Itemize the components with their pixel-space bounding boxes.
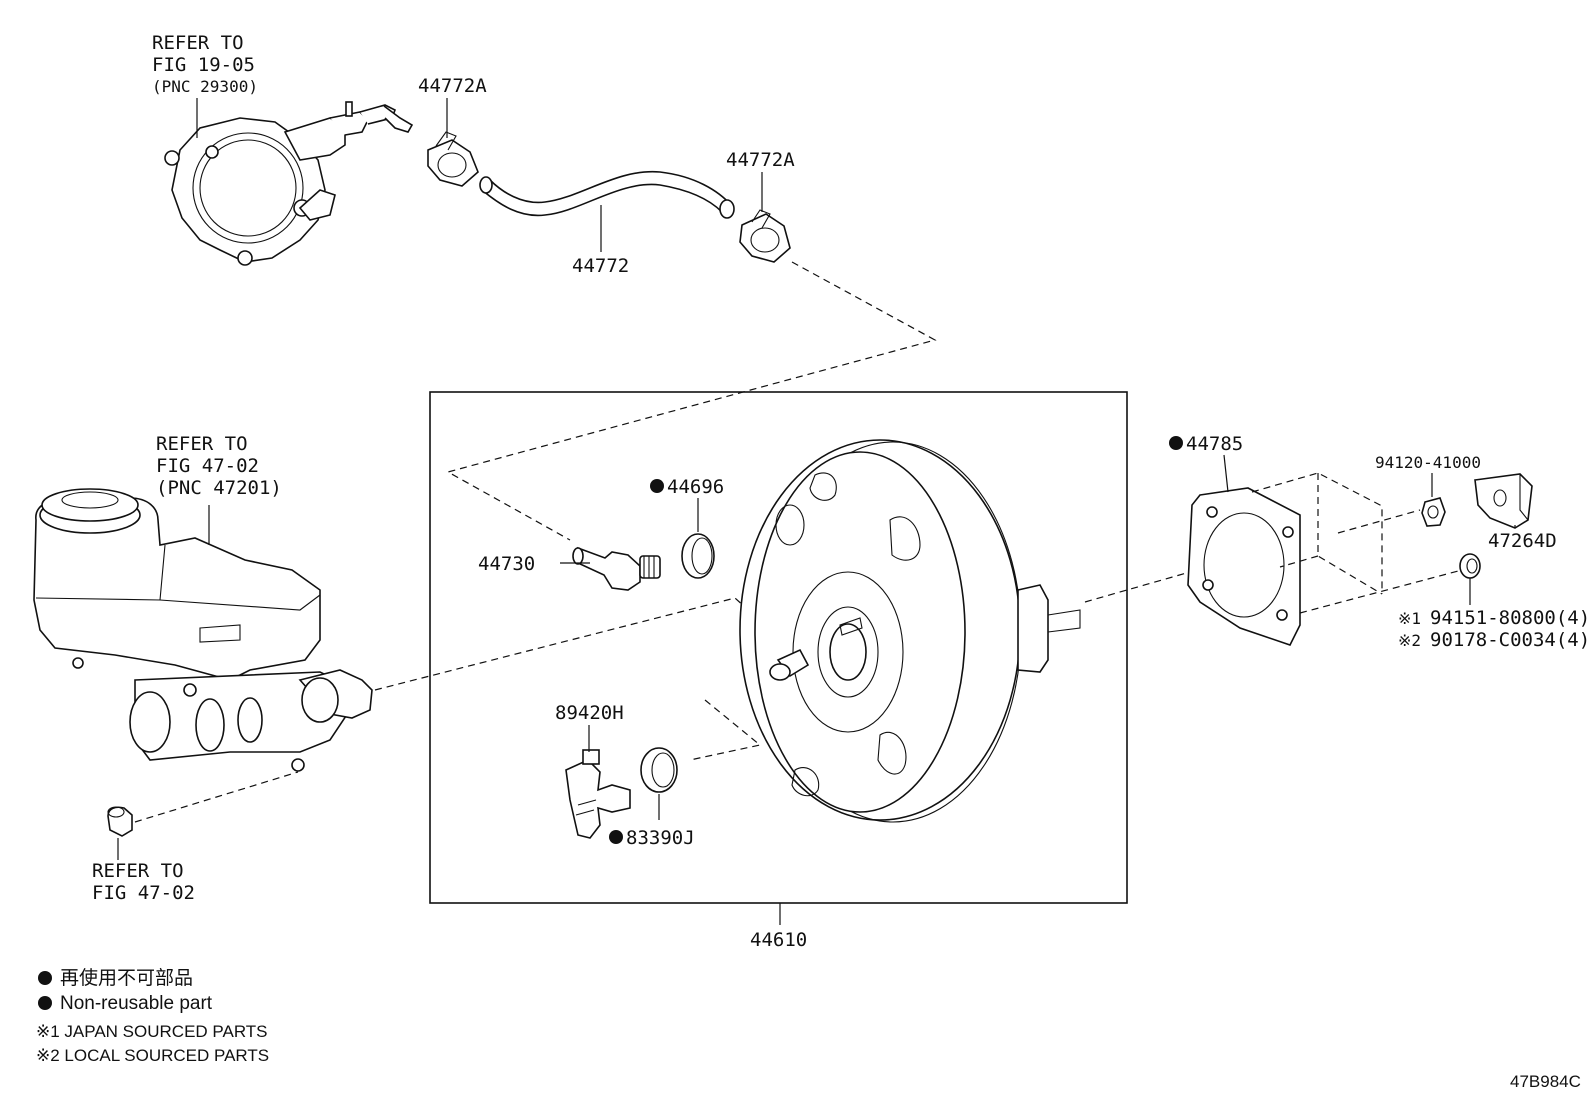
label-47264D: 47264D: [1488, 530, 1557, 552]
label-44772: 44772: [572, 255, 629, 277]
stud2-prefix: ※2: [1398, 631, 1421, 650]
legend-jp: 再使用不可部品: [60, 967, 193, 989]
mounting-box: [1251, 472, 1463, 614]
sensor-seal[interactable]: [640, 747, 678, 793]
label-83390J: 83390J: [626, 827, 695, 849]
connection-line: [446, 261, 937, 541]
label-44696: 44696: [667, 476, 724, 498]
ref-line: REFER TO: [156, 433, 248, 455]
label-89420H: 89420H: [555, 702, 624, 724]
non-reusable-marker: [650, 479, 664, 493]
master-cylinder[interactable]: [33, 488, 373, 772]
hose-clamp-1[interactable]: [427, 131, 479, 187]
label-44785: 44785: [1186, 433, 1243, 455]
connection-line: [689, 699, 762, 761]
vacuum-pump[interactable]: [164, 101, 414, 266]
vacuum-hose[interactable]: [479, 170, 735, 219]
master-reference: REFER TO FIG 47-02 (PNC 47201): [156, 433, 282, 545]
nut[interactable]: [1421, 497, 1446, 527]
reservoir-cap[interactable]: [107, 806, 133, 837]
non-reusable-marker: [609, 830, 623, 844]
ref-line: REFER TO: [92, 860, 184, 882]
bracket[interactable]: [1474, 473, 1533, 529]
label-44730: 44730: [478, 553, 535, 575]
connection-line: [374, 597, 791, 691]
stud-nut[interactable]: [1459, 553, 1481, 579]
brake-booster[interactable]: [739, 439, 1081, 823]
stud-part-numbers: ※1 94151-80800(4) ※2 90178-C0034(4): [1398, 607, 1590, 651]
legend-note-2: ※2 LOCAL SOURCED PARTS: [36, 1046, 269, 1065]
label-90178-C0034: 90178-C0034(4): [1430, 629, 1590, 651]
legend-note-1: ※1 JAPAN SOURCED PARTS: [36, 1022, 268, 1041]
connection-line: [134, 771, 299, 823]
leader: [1223, 454, 1229, 493]
label-94120-41000: 94120-41000: [1375, 453, 1481, 472]
check-valve[interactable]: [572, 546, 661, 591]
ref-line: REFER TO: [152, 32, 244, 54]
pump-reference: REFER TO FIG 19-05 (PNC 29300): [152, 32, 258, 138]
label-44610: 44610: [750, 929, 807, 951]
ref-line: FIG 19-05: [152, 54, 255, 76]
label-44772A-1: 44772A: [418, 75, 487, 97]
cap-reference: REFER TO FIG 47-02: [92, 838, 195, 904]
legend: 再使用不可部品 Non-reusable part ※1 JAPAN SOURC…: [36, 967, 269, 1065]
legend-marker: [38, 971, 52, 985]
booster-assembly-frame: [429, 391, 1128, 904]
grommet[interactable]: [681, 533, 715, 579]
ref-line: FIG 47-02: [92, 882, 195, 904]
hose-clamp-2[interactable]: [739, 209, 791, 263]
label-94151-80800: 94151-80800(4): [1430, 607, 1590, 629]
booster-gasket[interactable]: [1187, 487, 1301, 646]
vacuum-sensor[interactable]: [565, 749, 631, 839]
legend-marker: [38, 996, 52, 1010]
illustration-code: 47B984C: [1510, 1072, 1581, 1091]
stud1-prefix: ※1: [1398, 609, 1421, 628]
legend-en: Non-reusable part: [60, 993, 213, 1014]
ref-line: (PNC 47201): [156, 477, 282, 499]
connection-line: [1084, 571, 1191, 603]
label-44772A-2: 44772A: [726, 149, 795, 171]
ref-line: (PNC 29300): [152, 77, 258, 96]
non-reusable-marker: [1169, 436, 1183, 450]
ref-line: FIG 47-02: [156, 455, 259, 477]
